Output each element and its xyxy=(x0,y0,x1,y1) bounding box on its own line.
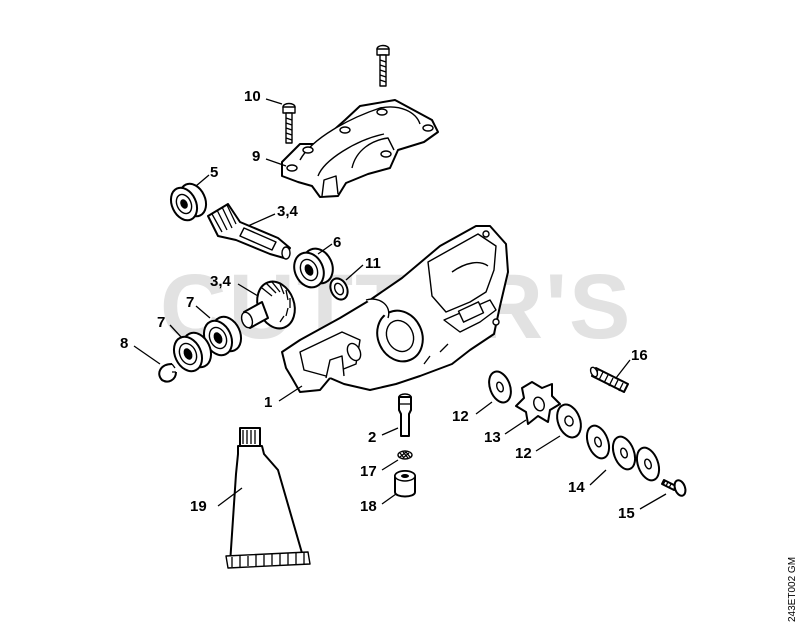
label-5: 5 xyxy=(210,164,218,181)
label-8: 8 xyxy=(120,335,128,352)
screw-part-10 xyxy=(282,102,296,144)
label-15: 15 xyxy=(618,505,635,522)
leader-16 xyxy=(615,359,631,379)
sleeve-part-18 xyxy=(394,470,416,498)
stud-part-16 xyxy=(589,366,629,393)
washer-part-12-upper xyxy=(488,370,512,404)
pin-part-2 xyxy=(398,393,412,437)
label-3-4-lower: 3,4 xyxy=(210,273,232,290)
label-14: 14 xyxy=(568,479,585,496)
leader-11 xyxy=(345,264,364,281)
grease-tube-part-19 xyxy=(225,427,311,569)
leader-12-upper xyxy=(475,401,493,415)
shim-part-14-a xyxy=(585,424,611,460)
label-2: 2 xyxy=(368,429,376,446)
leader-9 xyxy=(265,158,287,167)
screw-part-15 xyxy=(661,479,687,497)
part-labels: 10 9 5 3,4 6 11 3,4 7 7 8 1 2 17 18 19 1… xyxy=(120,88,648,522)
label-1: 1 xyxy=(264,394,272,411)
label-11: 11 xyxy=(365,255,381,272)
bearing-cap-part-9 xyxy=(281,99,439,198)
label-10: 10 xyxy=(244,88,261,105)
label-16: 16 xyxy=(631,347,648,364)
label-19: 19 xyxy=(190,498,207,515)
leader-13 xyxy=(504,419,527,435)
label-6: 6 xyxy=(333,234,341,251)
washer-part-12-lower xyxy=(556,403,582,439)
circlip-part-8 xyxy=(158,363,177,383)
leader-2 xyxy=(381,427,399,436)
leader-3-4-upper xyxy=(247,213,276,227)
leader-15 xyxy=(639,493,667,510)
leader-8 xyxy=(133,345,161,365)
sprocket-part-13 xyxy=(515,381,561,425)
leader-10 xyxy=(265,98,283,105)
label-12-upper: 12 xyxy=(452,408,469,425)
mesh-part-17 xyxy=(397,450,413,460)
leader-18 xyxy=(381,493,397,505)
leader-7-lower xyxy=(169,324,183,339)
leader-1 xyxy=(278,385,303,402)
gear-housing-part-1 xyxy=(281,225,509,393)
leader-3-4-lower xyxy=(237,283,259,297)
leader-14 xyxy=(589,469,607,486)
leader-17 xyxy=(381,459,399,471)
label-7-lower: 7 xyxy=(157,314,165,331)
ring-part-11 xyxy=(329,277,349,301)
leader-19 xyxy=(217,487,243,507)
label-12-lower: 12 xyxy=(515,445,532,462)
drawing-code: 243ET002 GM xyxy=(787,557,798,622)
screw-part-10-top xyxy=(376,44,390,87)
leader-7-upper xyxy=(195,305,211,319)
ball-bearing-part-6 xyxy=(293,247,334,289)
label-9: 9 xyxy=(252,148,260,165)
bevel-gear-lower xyxy=(240,280,296,330)
label-3-4-upper: 3,4 xyxy=(277,203,299,220)
leader-5 xyxy=(195,174,210,187)
shim-part-14-c xyxy=(635,446,661,482)
label-13: 13 xyxy=(484,429,501,446)
ball-bearing-part-7-lower xyxy=(172,331,213,373)
leader-lines xyxy=(133,98,667,510)
shim-part-14-b xyxy=(611,435,637,471)
leader-6 xyxy=(317,243,333,255)
label-17: 17 xyxy=(360,463,377,480)
leader-12-lower xyxy=(535,435,561,452)
label-18: 18 xyxy=(360,498,377,515)
ball-bearing-part-5 xyxy=(169,182,208,222)
label-7-upper: 7 xyxy=(186,294,194,311)
bevel-pinion-shaft-upper xyxy=(207,203,291,260)
